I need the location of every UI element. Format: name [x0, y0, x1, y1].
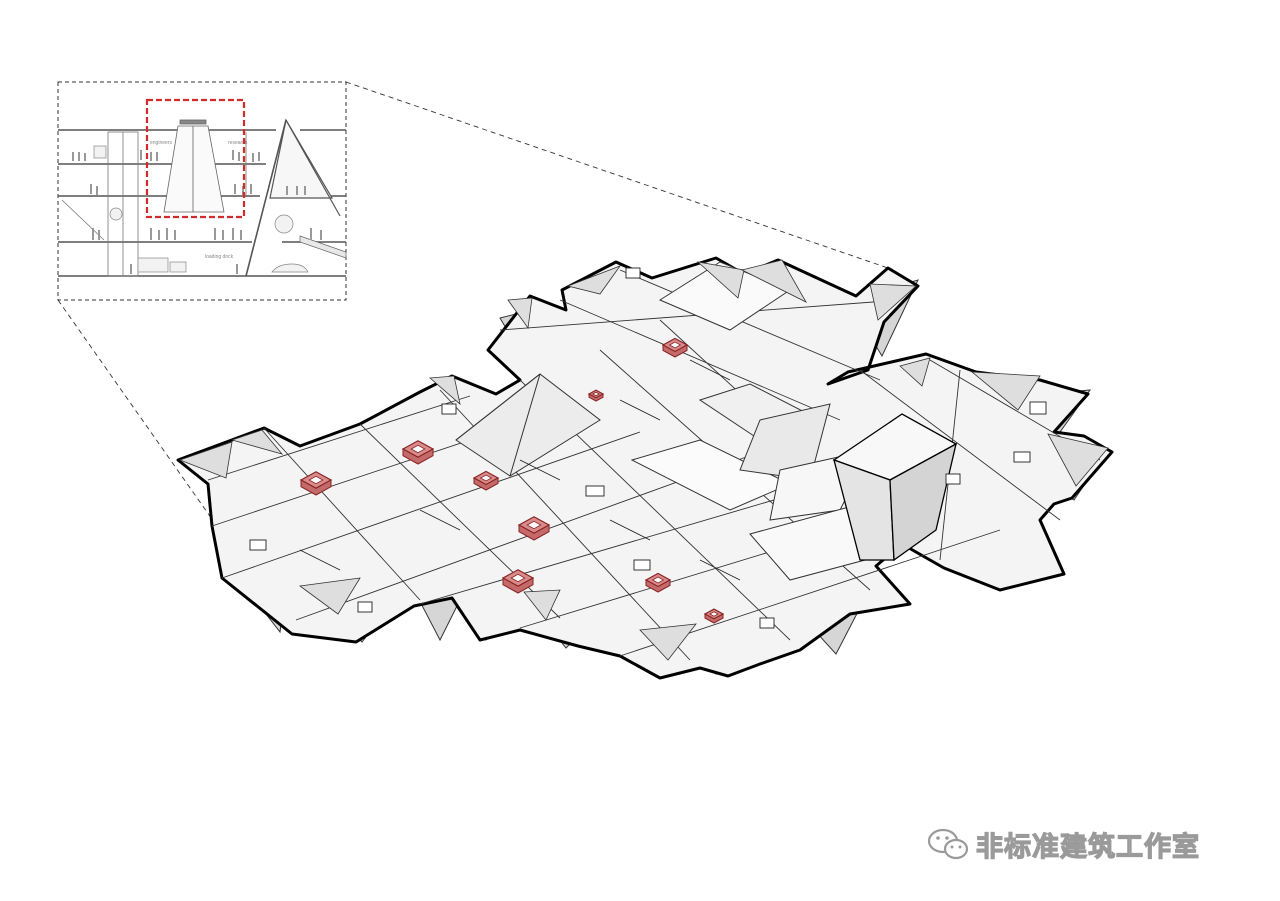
wechat-icon — [927, 828, 969, 860]
highlighted-unit-side — [518, 524, 550, 541]
highlighted-unit-side — [473, 477, 499, 491]
axonometric-plan — [176, 256, 1114, 680]
highlighted-unit-side — [300, 479, 332, 496]
label-loading-dock: loading dock — [205, 254, 234, 260]
label-research: research — [228, 140, 248, 146]
courtyards — [455, 261, 881, 581]
highlighted-units — [299, 337, 725, 624]
highlighted-unit-opening — [510, 573, 526, 583]
label-engineers: engineers — [150, 140, 172, 146]
highlighted-unit-opening — [651, 576, 665, 584]
highlighted-unit-side — [704, 613, 724, 624]
highlighted-unit-side — [662, 344, 688, 358]
highlighted-unit-opening — [479, 474, 493, 482]
highlighted-unit-side — [402, 448, 434, 465]
floor-plate — [176, 256, 1114, 680]
highlighted-unit-opening — [709, 611, 719, 617]
highlighted-unit-side — [502, 577, 534, 594]
funnel-panels — [178, 259, 1109, 661]
watermark: 非标准建筑工作室 — [926, 824, 1200, 864]
highlighted-unit-opening — [526, 520, 542, 530]
highlighted-unit-side — [645, 579, 671, 593]
interior-furniture — [249, 267, 1047, 629]
tower-block — [832, 413, 958, 562]
watermark-text: 非标准建筑工作室 — [975, 831, 1200, 863]
inset-section-drawing: engineers research loading dock — [57, 81, 347, 301]
inset-highlight-box — [145, 98, 246, 219]
highlighted-unit-opening — [668, 341, 682, 349]
highlighted-unit-opening — [410, 444, 426, 454]
highlighted-unit-side — [588, 393, 604, 402]
highlighted-unit-opening — [308, 475, 324, 485]
highlighted-unit-opening — [592, 391, 600, 397]
zoom-leader-lines — [57, 81, 889, 523]
